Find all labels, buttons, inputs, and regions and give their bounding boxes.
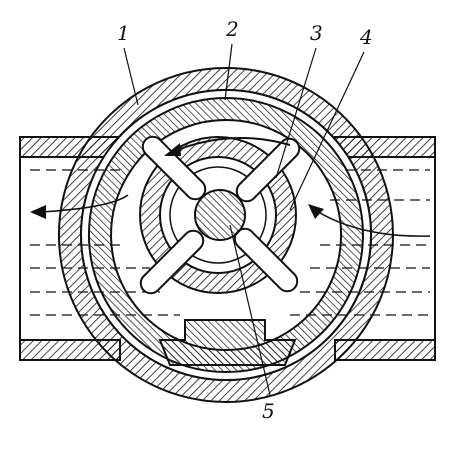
outlet-arrow bbox=[30, 194, 129, 219]
leader-lines bbox=[123, 43, 365, 396]
shaft bbox=[194, 189, 246, 241]
rotation-arrow bbox=[164, 136, 291, 156]
label-2: 2 bbox=[225, 17, 239, 41]
label-4: 4 bbox=[359, 25, 373, 49]
label-5: 5 bbox=[262, 399, 275, 423]
label-3: 3 bbox=[310, 21, 323, 45]
bottom-block bbox=[158, 319, 297, 366]
label-1: 1 bbox=[117, 21, 130, 45]
pipe-right bbox=[334, 136, 436, 361]
inlet-arrow bbox=[308, 204, 431, 237]
